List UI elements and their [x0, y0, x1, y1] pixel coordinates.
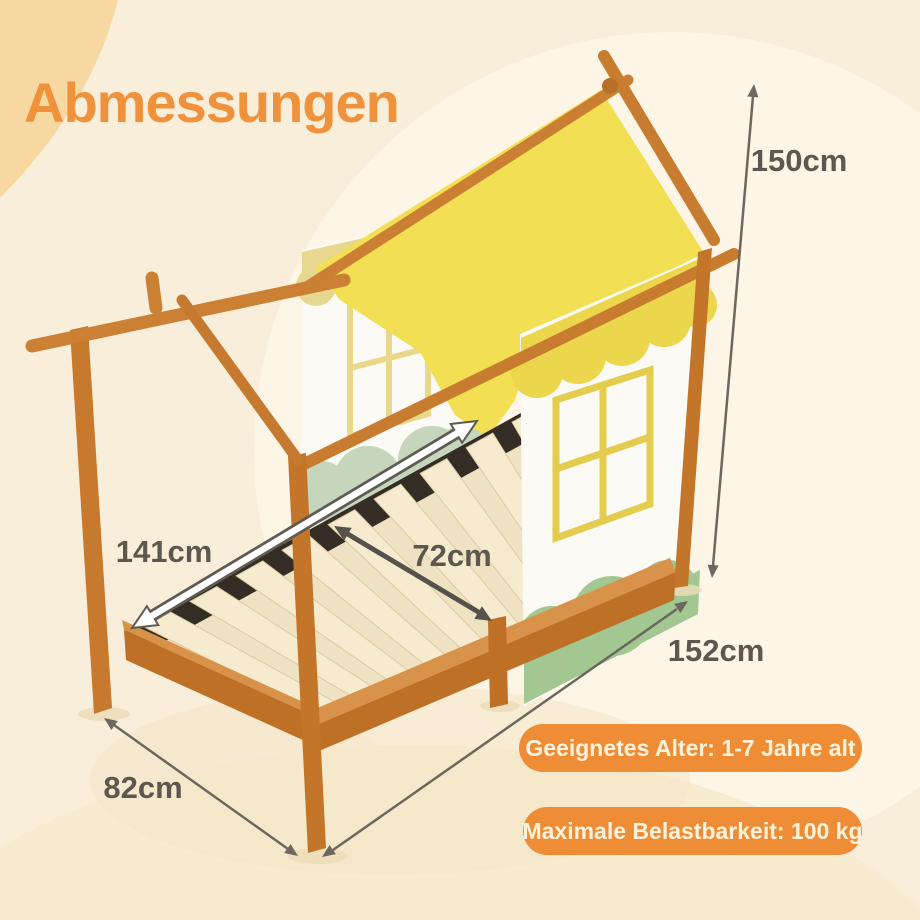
inner-width-arrow [334, 526, 492, 621]
outer-width-label: 82cm [103, 770, 182, 805]
mid-post [288, 453, 326, 853]
front-middle-leg [488, 616, 508, 708]
gable-peg [145, 271, 163, 315]
ridge-beam [296, 74, 634, 296]
peak-joint-knob [602, 78, 618, 94]
left-post [70, 326, 112, 714]
outer-length-arrow [322, 601, 688, 857]
side-top-rail [294, 248, 740, 472]
inner-length-arrow [129, 419, 480, 630]
headboard-window [552, 365, 654, 543]
foot-rail-top [122, 620, 314, 716]
outer-width-arrow [104, 718, 298, 856]
right-rafter [598, 50, 720, 246]
inner-length-label: 141cm [116, 534, 213, 569]
outer-length-label: 152cm [668, 633, 765, 668]
inner-width-label: 72cm [412, 538, 491, 573]
page-title: Abmessungen [24, 71, 400, 134]
canopy [315, 90, 704, 438]
diagonal-brace [176, 294, 304, 466]
corner-blob [0, 0, 118, 198]
height-label: 150cm [751, 143, 848, 178]
headboard-post [674, 248, 712, 588]
age-badge: Geeignetes Alter: 1-7 Jahre alt [519, 724, 862, 772]
load-badge: Maximale Belastbarkeit: 100 kg [522, 807, 863, 855]
foot-rail-face [124, 630, 316, 746]
wood-frame [25, 50, 740, 864]
dimension-annotations: 150cm 141cm 72cm 152cm 82cm [103, 84, 847, 857]
height-arrow [707, 84, 759, 578]
